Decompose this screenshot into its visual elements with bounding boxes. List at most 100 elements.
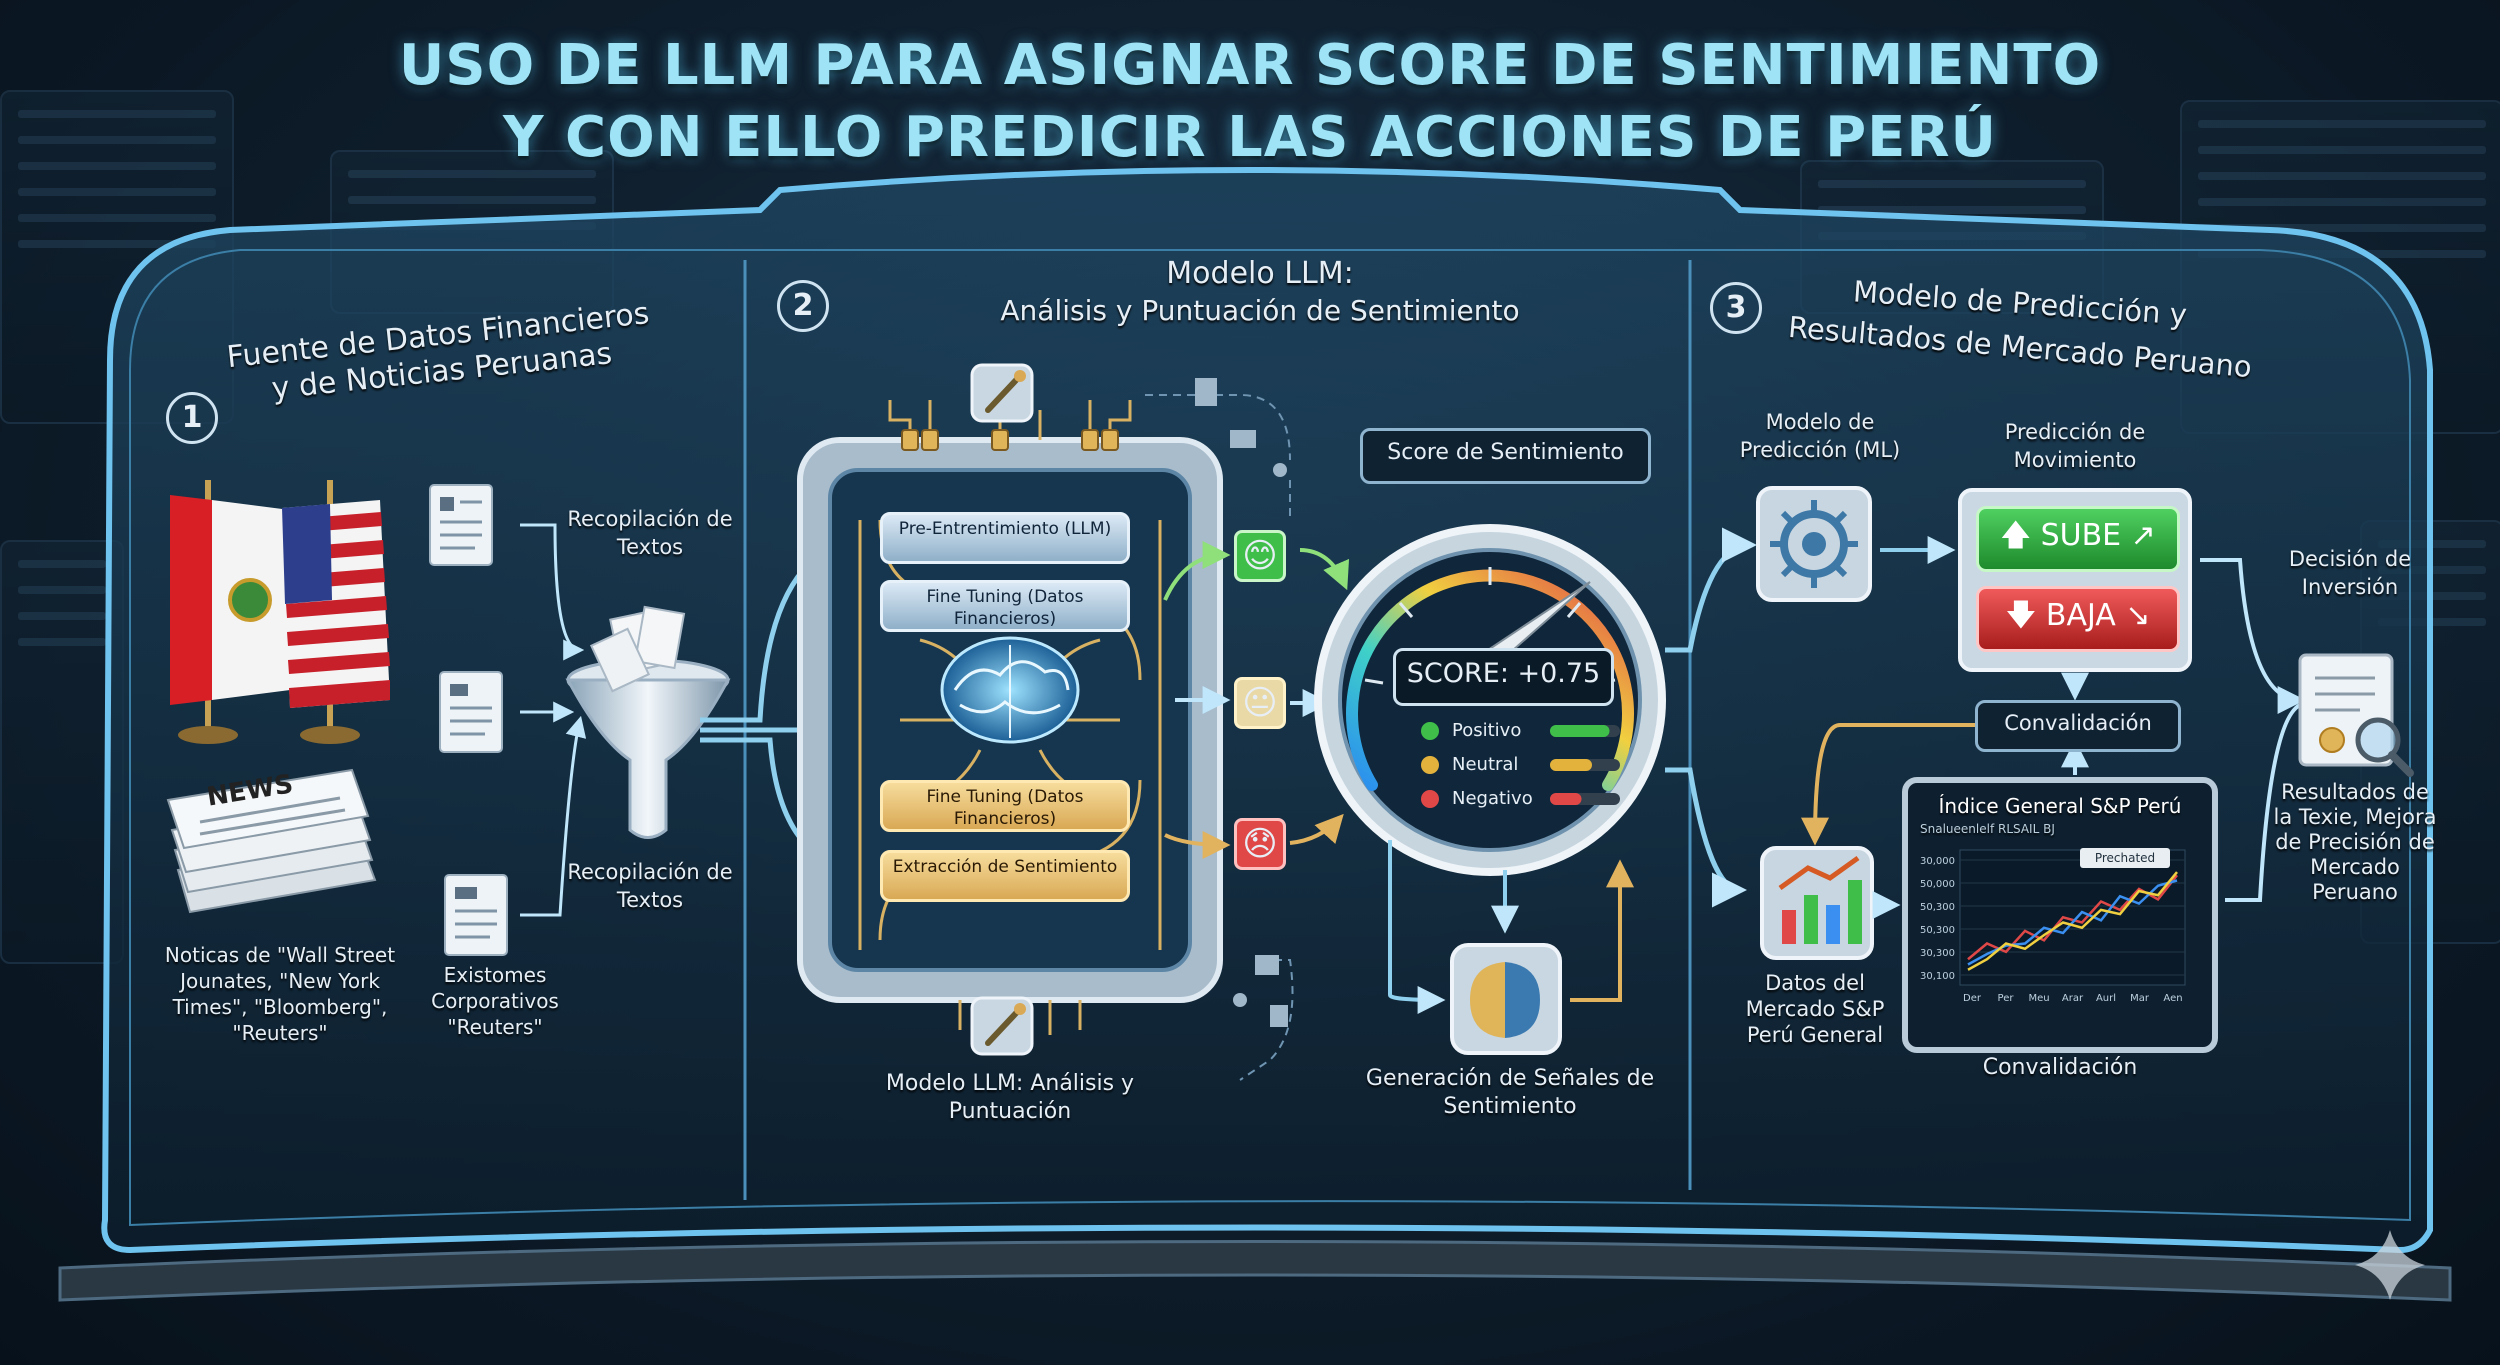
- tool-icon-bottom: [970, 996, 1034, 1056]
- legend-fill-1: [1550, 759, 1592, 771]
- arrow-chip-to-positive: [1163, 541, 1231, 601]
- up-button: 🡅 SUBE ↗: [1976, 506, 2180, 572]
- down-arrow-icon: 🡇: [2005, 598, 2046, 633]
- peru-flag-left-stripe: [170, 495, 212, 705]
- arrow-positive-to-gauge: [1299, 548, 1350, 591]
- chart-xtick: Mar: [2130, 993, 2150, 1004]
- results-label: Resultados de la Texie, Mejora de Precis…: [2273, 780, 2437, 904]
- convalidation-top: Convalidación: [2004, 711, 2152, 735]
- legend-negative-label: Negativo: [1452, 788, 1533, 809]
- chart-subtitle: Snalueenlelf RLSAIL BJ: [1920, 822, 2055, 836]
- page-title: USO DE LLM PARA ASIGNAR SCORE DE SENTIMI…: [0, 30, 2500, 174]
- chart-xtick: Meu: [2028, 993, 2049, 1004]
- step-fine-tuning-1: Fine Tuning (Datos Financieros): [880, 580, 1130, 632]
- chart-xtick: Aen: [2163, 993, 2182, 1004]
- document-icon-1: [429, 484, 493, 566]
- market-data-label: Datos del Mercado S&P Perú General: [1745, 971, 1885, 1047]
- title-line-1: USO DE LLM PARA ASIGNAR SCORE DE SENTIMI…: [398, 33, 2102, 98]
- arrow-chip-to-negative: [1164, 830, 1231, 859]
- flag-base-usa: [300, 726, 360, 744]
- chart-badge: Prechated: [2080, 848, 2170, 868]
- step-fine-tuning-2-label: Fine Tuning (Datos Financieros): [926, 787, 1084, 829]
- newspaper-stack-icon: [166, 768, 377, 914]
- arrow-movement-to-decision: [2200, 558, 2306, 714]
- down-label: BAJA: [2045, 598, 2116, 633]
- main-glass-panel-inner: [129, 249, 2411, 1227]
- ml-model-label: Modelo de Predicción (ML): [1739, 410, 1901, 462]
- chart-ytick: 50,000: [1920, 879, 1955, 890]
- signal-brain-icon: [1450, 943, 1562, 1055]
- score-title-box: Score de Sentimiento: [1360, 428, 1651, 484]
- chart-series-line-2: [1967, 871, 2178, 971]
- document-icon-3: [444, 874, 508, 956]
- legend-dot-1: [1421, 756, 1439, 774]
- legend-neutral-label: Neutral: [1452, 754, 1519, 775]
- chip-pins: [901, 429, 1119, 451]
- usa-flag-icon: [282, 500, 390, 708]
- chart-title: Índice General S&P Perú: [1938, 794, 2182, 818]
- chart-xtick: Per: [1998, 993, 2015, 1004]
- mini-doc-icon-2: [1255, 955, 1279, 975]
- base-stand: [58, 1240, 2452, 1302]
- arrow-doc3-to-funnel: [520, 715, 587, 917]
- title-line-2: Y CON ELLO PREDICIR LAS ACCIONES DE PERÚ: [502, 105, 1998, 170]
- arrow-signals-to-gauge-right: [1570, 859, 1634, 1002]
- peru-coat-of-arms: [228, 578, 272, 622]
- step-fine-tuning-2: Fine Tuning (Datos Financieros): [880, 780, 1130, 832]
- market-data-icon: [1760, 846, 1874, 960]
- tool-icon-top: [970, 363, 1034, 423]
- section-2-title: Modelo LLM:: [1166, 256, 1354, 291]
- flag-base-peru: [178, 726, 238, 744]
- decision-label: Decisión de Inversión: [2288, 547, 2412, 599]
- chart-xtick: Arar: [2062, 993, 2084, 1004]
- legend-positive-label: Positivo: [1452, 720, 1522, 741]
- arrow-negative-to-gauge: [1289, 813, 1344, 845]
- section-2-subtitle: Análisis y Puntuación de Sentimiento: [1000, 294, 1520, 327]
- step-fine-tuning-1-label: Fine Tuning (Datos Financieros): [926, 587, 1084, 629]
- arrow-gauge-to-signals-left: [1388, 840, 1446, 1014]
- arrow-doc1-to-funnel: [520, 523, 585, 661]
- mini-doc-icon-3: [1270, 1005, 1288, 1027]
- corporate-caption: Existomes Corporativos "Reuters": [431, 963, 559, 1039]
- chart-area: [1959, 849, 2186, 986]
- step-sentiment-extraction: Extracción de Sentimiento: [880, 850, 1130, 902]
- step-sentiment-extraction-label: Extracción de Sentimiento: [892, 857, 1118, 877]
- score-value: SCORE: +0.75: [1406, 658, 1601, 689]
- chart-xtick: Der: [1963, 993, 1982, 1004]
- chart-ytick: 30,100: [1920, 971, 1955, 982]
- mini-dot-icon: [1233, 993, 1247, 1007]
- step-pre-training-label: Pre-Entrentimiento (LLM): [898, 519, 1112, 539]
- news-caption: Noticas de "Wall Street Jounates, "New Y…: [164, 943, 396, 1045]
- brain-icon: [940, 636, 1080, 744]
- funnel-icon: [565, 605, 731, 839]
- neutral-face-icon: 😐: [1234, 677, 1286, 729]
- arrow-gauge-to-market: [1665, 767, 1747, 908]
- trend-up-icon: ↗: [2121, 518, 2156, 553]
- positive-face-icon: 😊: [1234, 530, 1286, 582]
- magnifier-icon: [2355, 717, 2414, 777]
- legend-fill-2: [1550, 793, 1582, 805]
- negative-face-icon: 😞: [1234, 818, 1286, 870]
- mini-mic-icon: [1273, 463, 1287, 477]
- down-button: 🡇 BAJA ↘: [1976, 586, 2180, 652]
- signals-label: Generación de Señales de Sentimiento: [1365, 1066, 1655, 1119]
- up-arrow-icon: 🡅: [2000, 518, 2041, 553]
- section-3-number: 3: [1710, 282, 1762, 334]
- mini-doc-icon-1: [1195, 378, 1217, 406]
- convalidation-top-box: Convalidación: [1975, 700, 2181, 752]
- document-icon-2: [439, 671, 503, 753]
- score-value-box: SCORE: +0.75: [1393, 648, 1614, 706]
- legend-fill-0: [1550, 725, 1610, 737]
- chart-xtick: Aurl: [2096, 993, 2116, 1004]
- up-label: SUBE: [2040, 518, 2122, 553]
- trend-down-icon: ↘: [2115, 598, 2151, 633]
- score-legend-bars: [1421, 722, 1620, 808]
- mini-mail-icon: [1230, 430, 1256, 448]
- arrow-gauge-to-model: [1665, 527, 1757, 653]
- sparkle-icon: [2355, 1230, 2425, 1300]
- chart-ytick: 50,300: [1920, 902, 1955, 913]
- score-title: Score de Sentimiento: [1387, 440, 1624, 465]
- section-2-number: 2: [777, 280, 829, 332]
